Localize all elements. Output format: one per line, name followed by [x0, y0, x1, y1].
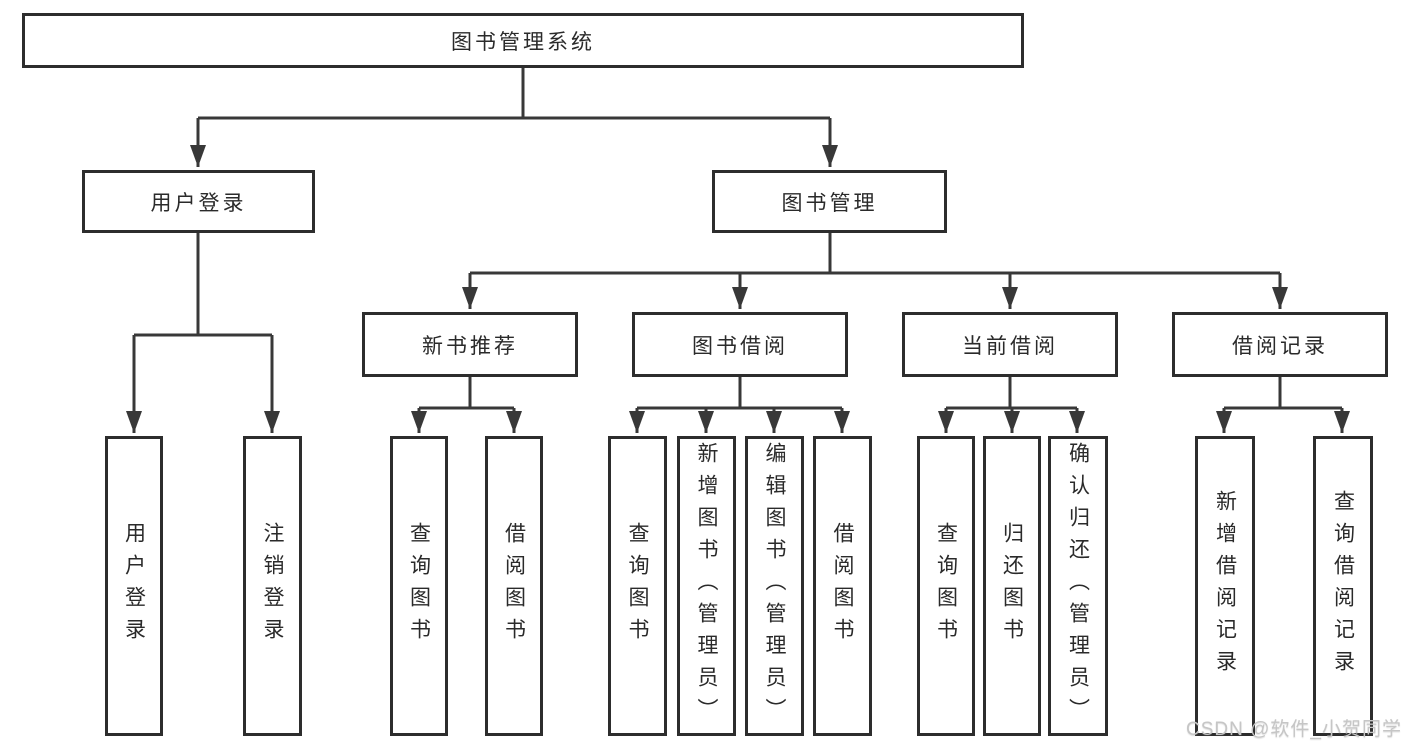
node-book-borrow: 图书借阅	[632, 312, 848, 377]
node-label: 当前借阅	[962, 334, 1058, 358]
leaf-query-books-recommend: 查询图书	[390, 436, 448, 736]
leaf-label: 查询图书	[626, 522, 649, 650]
node-user-login: 用户登录	[82, 170, 315, 233]
leaf-label: 归还图书	[1000, 522, 1024, 650]
leaf-label: 新增借阅记录	[1213, 490, 1237, 682]
node-borrow-records: 借阅记录	[1172, 312, 1388, 377]
node-book-management: 图书管理	[712, 170, 947, 233]
leaf-logout: 注销登录	[243, 436, 302, 736]
leaf-label: 用户登录	[122, 522, 146, 650]
leaf-add-book-admin: 新增图书（管理员）	[677, 436, 736, 736]
leaf-query-books-borrow: 查询图书	[608, 436, 667, 736]
leaf-label: 注销登录	[261, 522, 284, 650]
leaf-edit-book-admin: 编辑图书（管理员）	[745, 436, 804, 736]
leaf-label: 借阅图书	[502, 522, 526, 650]
node-label: 图书借阅	[692, 334, 788, 358]
tree-branch-lines	[134, 68, 1342, 410]
leaf-label: 查询图书	[934, 522, 958, 650]
node-label: 图书管理系统	[451, 30, 595, 54]
leaf-query-books-current: 查询图书	[917, 436, 975, 736]
leaf-borrow-books: 借阅图书	[813, 436, 872, 736]
leaf-label: 借阅图书	[831, 522, 854, 650]
node-label: 图书管理	[781, 191, 878, 215]
leaf-label: 编辑图书（管理员）	[763, 442, 786, 730]
csdn-watermark: CSDN @软件_小贺同学	[1186, 719, 1402, 740]
leaf-add-borrow-record: 新增借阅记录	[1195, 436, 1255, 736]
node-root-system: 图书管理系统	[22, 13, 1024, 68]
node-label: 用户登录	[150, 191, 247, 215]
node-label: 借阅记录	[1232, 334, 1328, 358]
node-label: 新书推荐	[422, 334, 518, 358]
leaf-query-borrow-record: 查询借阅记录	[1313, 436, 1373, 736]
node-current-borrow: 当前借阅	[902, 312, 1118, 377]
leaf-label: 新增图书（管理员）	[695, 442, 718, 730]
leaf-borrow-books-recommend: 借阅图书	[485, 436, 543, 736]
leaf-return-book: 归还图书	[983, 436, 1041, 736]
node-new-book-recommend: 新书推荐	[362, 312, 578, 377]
leaf-confirm-return-admin: 确认归还（管理员）	[1048, 436, 1108, 736]
leaf-label: 查询图书	[407, 522, 431, 650]
leaf-user-login: 用户登录	[105, 436, 163, 736]
leaf-label: 查询借阅记录	[1331, 490, 1355, 682]
leaf-label: 确认归还（管理员）	[1066, 442, 1090, 730]
